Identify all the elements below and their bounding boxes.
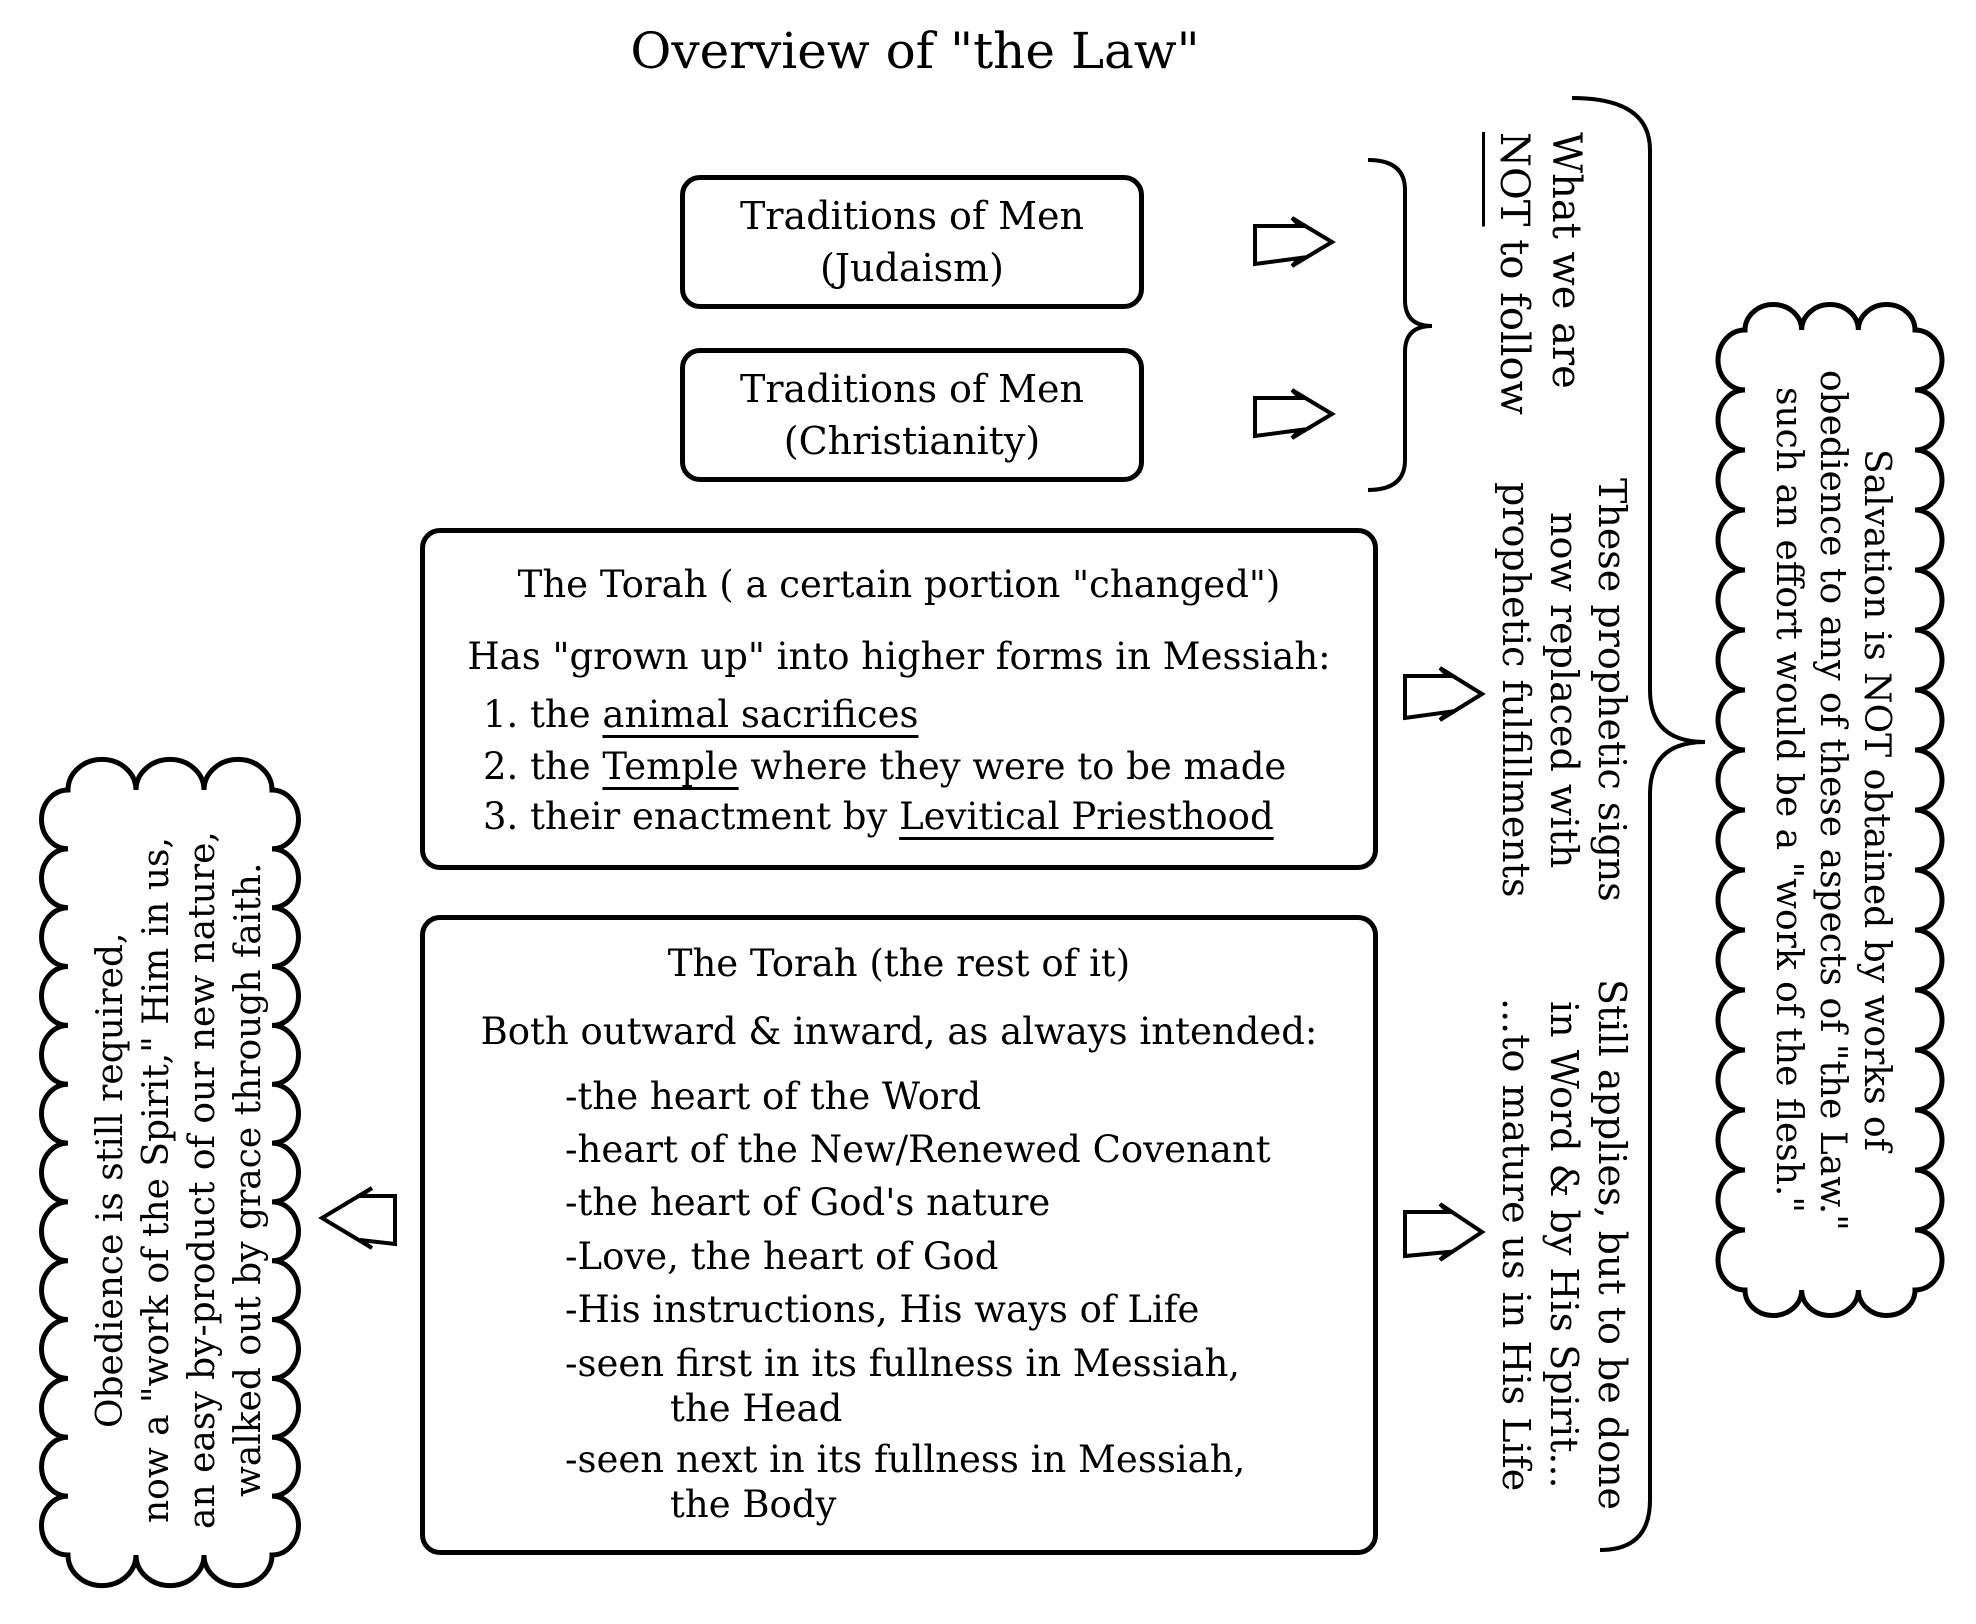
torah-changed-item-3: 3. their enactment by Levitical Priestho… [483,795,1274,838]
torah-rest-item: -His instructions, His ways of Life [565,1288,1200,1331]
traditions-christianity-line1: Traditions of Men [740,367,1084,411]
underlined-term: Levitical Priesthood [899,795,1274,838]
not-follow-line1: What we are [1543,132,1589,389]
torah-rest-item: -heart of the New/Renewed Covenant [565,1128,1271,1171]
traditions-bracket [1367,158,1433,492]
obedience-text: Obedience is still required, now a "work… [88,800,272,1560]
traditions-christianity-box: Traditions of Men (Christianity) [680,348,1144,482]
large-bracket [1571,96,1706,1552]
prophetic-line: now replaced with [1542,511,1586,869]
salvation-cloud [1715,302,1945,1318]
torah-changed-item-1: 1. the animal sacrifices [483,693,919,736]
torah-changed-box: The Torah ( a certain portion "changed")… [420,528,1378,870]
not-follow-rest: to follow [1491,226,1537,415]
still-applies-line: in Word & by His Spirit... [1542,1001,1586,1489]
obedience-cloud [39,756,301,1589]
obedience-line: now a "work of the Spirit," Him in us, [136,837,177,1523]
salvation-line: Salvation is NOT obtained by works of [1856,448,1897,1152]
salvation-line: obedience to any of these aspects of "th… [1812,369,1853,1231]
torah-rest-item: the Head [670,1387,843,1430]
torah-rest-item: -seen first in its fullness in Messiah, [565,1342,1241,1385]
torah-rest-item: -seen next in its fullness in Messiah, [565,1438,1246,1481]
traditions-judaism-line2: (Judaism) [819,246,1005,290]
torah-rest-subheading: Both outward & inward, as always intende… [480,1010,1318,1053]
traditions-christianity-line2: (Christianity) [783,419,1041,463]
arrow-right-icon [1253,216,1336,268]
traditions-judaism-box: Traditions of Men (Judaism) [680,175,1144,309]
underlined-term: Temple [602,745,739,788]
torah-rest-item: -the heart of the Word [565,1075,982,1118]
obedience-line: walked out by grace through faith. [228,862,269,1498]
torah-rest-item: -Love, the heart of God [565,1235,999,1278]
obedience-line: Obedience is still required, [90,932,131,1428]
still-applies-line: ...to mature us in His Life [1494,998,1538,1492]
not-emphasis: NOT [1491,132,1537,227]
torah-rest-heading: The Torah (the rest of it) [667,942,1131,985]
torah-changed-heading: The Torah ( a certain portion "changed") [517,563,1281,606]
torah-changed-item-2: 2. the Temple where they were to be made [483,745,1287,788]
still-applies-line: Still applies, but to be done [1590,979,1634,1511]
not-follow-line2: NOT to follow [1488,132,1540,415]
underlined-term: animal sacrifices [602,693,919,736]
torah-rest-box: The Torah (the rest of it) Both outward … [420,915,1378,1555]
torah-rest-item: the Body [670,1483,837,1526]
traditions-judaism-line1: Traditions of Men [740,194,1084,238]
prophetic-text: These prophetic signs now replaced with … [1492,470,1636,910]
torah-changed-subheading: Has "grown up" into higher forms in Mess… [467,635,1331,678]
arrow-right-icon [1403,1202,1486,1262]
still-applies-text: Still applies, but to be done in Word & … [1492,975,1636,1515]
page-title: Overview of "the Law" [630,22,1200,80]
arrow-right-icon [1253,388,1336,440]
not-follow-text: What we are NOT to follow [1488,132,1592,415]
obedience-line: an easy by-product of our new nature, [182,831,223,1529]
arrow-left-icon [318,1186,397,1250]
salvation-line: such an effort would be a "work of the f… [1768,387,1809,1213]
arrow-right-icon [1403,666,1486,722]
torah-rest-item: -the heart of God's nature [565,1181,1051,1224]
prophetic-line: These prophetic signs [1590,478,1634,902]
prophetic-line: prophetic fulfillments [1494,482,1538,898]
salvation-text: Salvation is NOT obtained by works of ob… [1766,330,1898,1270]
